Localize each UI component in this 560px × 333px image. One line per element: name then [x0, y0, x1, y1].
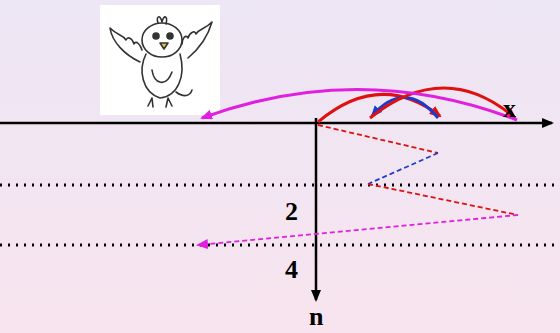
step-line: [368, 184, 518, 215]
step-line: [368, 153, 438, 184]
tick-label: 2: [285, 199, 298, 225]
jump-arc: [202, 89, 517, 120]
axis-label: n: [309, 304, 323, 330]
step-line: [318, 125, 438, 153]
bird-illustration: [100, 5, 220, 115]
jump-arc: [318, 94, 440, 122]
level-line: [0, 184, 560, 187]
level-line: [0, 244, 560, 247]
jump-arc: [370, 88, 515, 118]
tick-label: 4: [285, 257, 298, 283]
n-axis: [315, 118, 318, 300]
step-line: [198, 215, 518, 245]
x-axis: [0, 122, 552, 125]
axis-label: x: [503, 96, 516, 122]
